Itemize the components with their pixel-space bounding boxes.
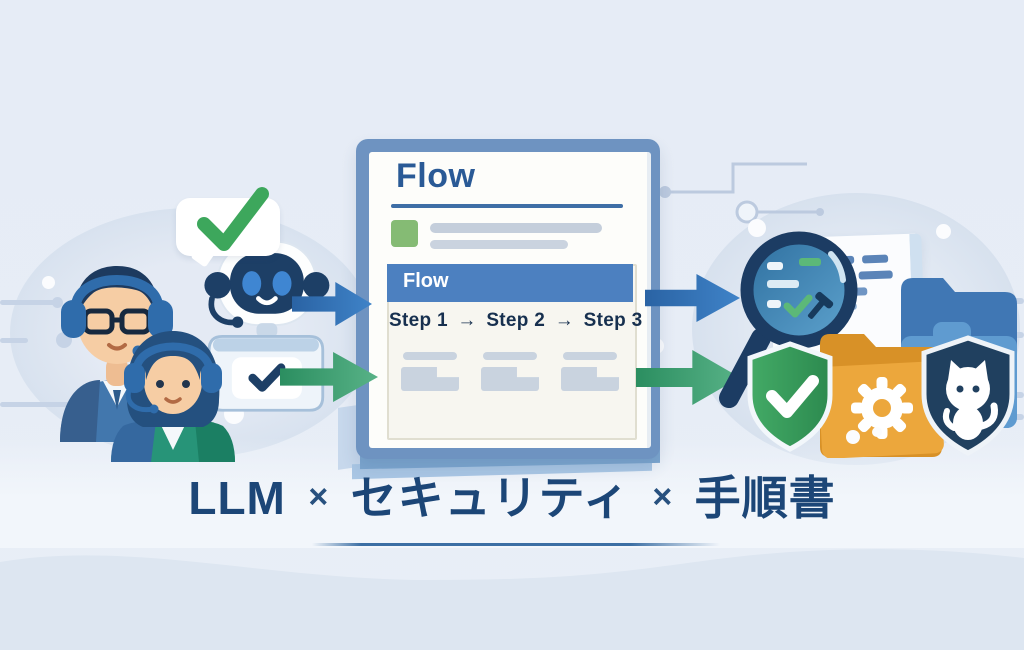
robot-headset	[204, 272, 330, 328]
magnifier-icon	[719, 231, 858, 408]
step-placeholder-block	[559, 352, 621, 391]
step-arrow-icon: →	[457, 310, 477, 331]
multiply-icon: ×	[652, 478, 673, 516]
caption-term-llm: LLM	[188, 472, 286, 524]
white-dot	[936, 224, 951, 239]
magnifier-handle	[719, 328, 771, 408]
robot-eye	[242, 271, 262, 296]
green-shield-check-icon	[747, 341, 833, 452]
speed-line-dot	[52, 297, 63, 308]
chatbot-robot	[204, 240, 330, 412]
speech-bubble-check-icon	[197, 187, 269, 251]
circuit-decoration	[659, 162, 824, 224]
caption-title: LLM × セキュリティ × 手順書	[0, 462, 1024, 528]
white-dot	[42, 276, 55, 289]
woman-headset	[124, 342, 222, 414]
flow-section-panel: Flow Step 1 → Step 2 → Step 3	[387, 264, 642, 440]
robot-chest-check-icon	[248, 363, 286, 392]
step-1-label: Step 1	[389, 310, 448, 331]
robot-face-panel	[229, 253, 304, 314]
caption-term-security: セキュリティ	[350, 472, 630, 524]
caption-underline	[312, 543, 720, 546]
step-2-label: Step 2	[486, 310, 546, 331]
flow-section-banner: Flow	[387, 264, 633, 302]
banner-label: Flow	[403, 270, 449, 292]
robot-eye	[272, 271, 292, 296]
white-dot	[872, 427, 882, 437]
step-placeholder-block	[399, 352, 461, 391]
speech-bubble	[176, 187, 280, 268]
flow-arrow-blue-right	[645, 274, 740, 322]
document-title: Flow	[396, 157, 476, 195]
white-dot	[846, 430, 860, 444]
multiply-icon: ×	[308, 478, 329, 516]
step-arrow-icon: →	[554, 310, 575, 331]
woman-face	[144, 350, 202, 414]
flow-arrow-blue-left	[292, 282, 372, 326]
caption-term-manual: 手順書	[694, 472, 836, 524]
flow-arrow-green-left	[280, 352, 378, 402]
man-glasses	[82, 308, 152, 335]
man-tie	[113, 390, 121, 410]
support-agent-woman	[111, 331, 235, 462]
flow-document-page: Flow Flow Step 1 → Step 2 → Step 3	[369, 152, 651, 448]
placeholder-text-line	[430, 223, 602, 233]
bottom-wave	[0, 549, 1024, 650]
step-placeholder-block	[479, 352, 541, 391]
github-cat-shield-icon	[921, 335, 1015, 456]
github-cat-icon	[942, 360, 998, 440]
speed-line	[0, 300, 58, 305]
title-underline	[391, 204, 623, 208]
speed-line	[0, 402, 80, 407]
lens-tool-icon	[807, 291, 834, 319]
steps-line: Step 1 → Step 2 → Step 3	[389, 310, 642, 332]
gear-icon	[851, 377, 913, 439]
green-bullet-square	[391, 220, 418, 247]
woman-shirt	[159, 421, 187, 450]
speed-line	[0, 338, 28, 343]
white-dot	[748, 219, 766, 237]
lens-check-icon	[783, 294, 813, 318]
flow-arrow-green-right	[636, 350, 740, 405]
step-3-label: Step 3	[583, 310, 643, 331]
placeholder-text-line	[430, 240, 568, 249]
